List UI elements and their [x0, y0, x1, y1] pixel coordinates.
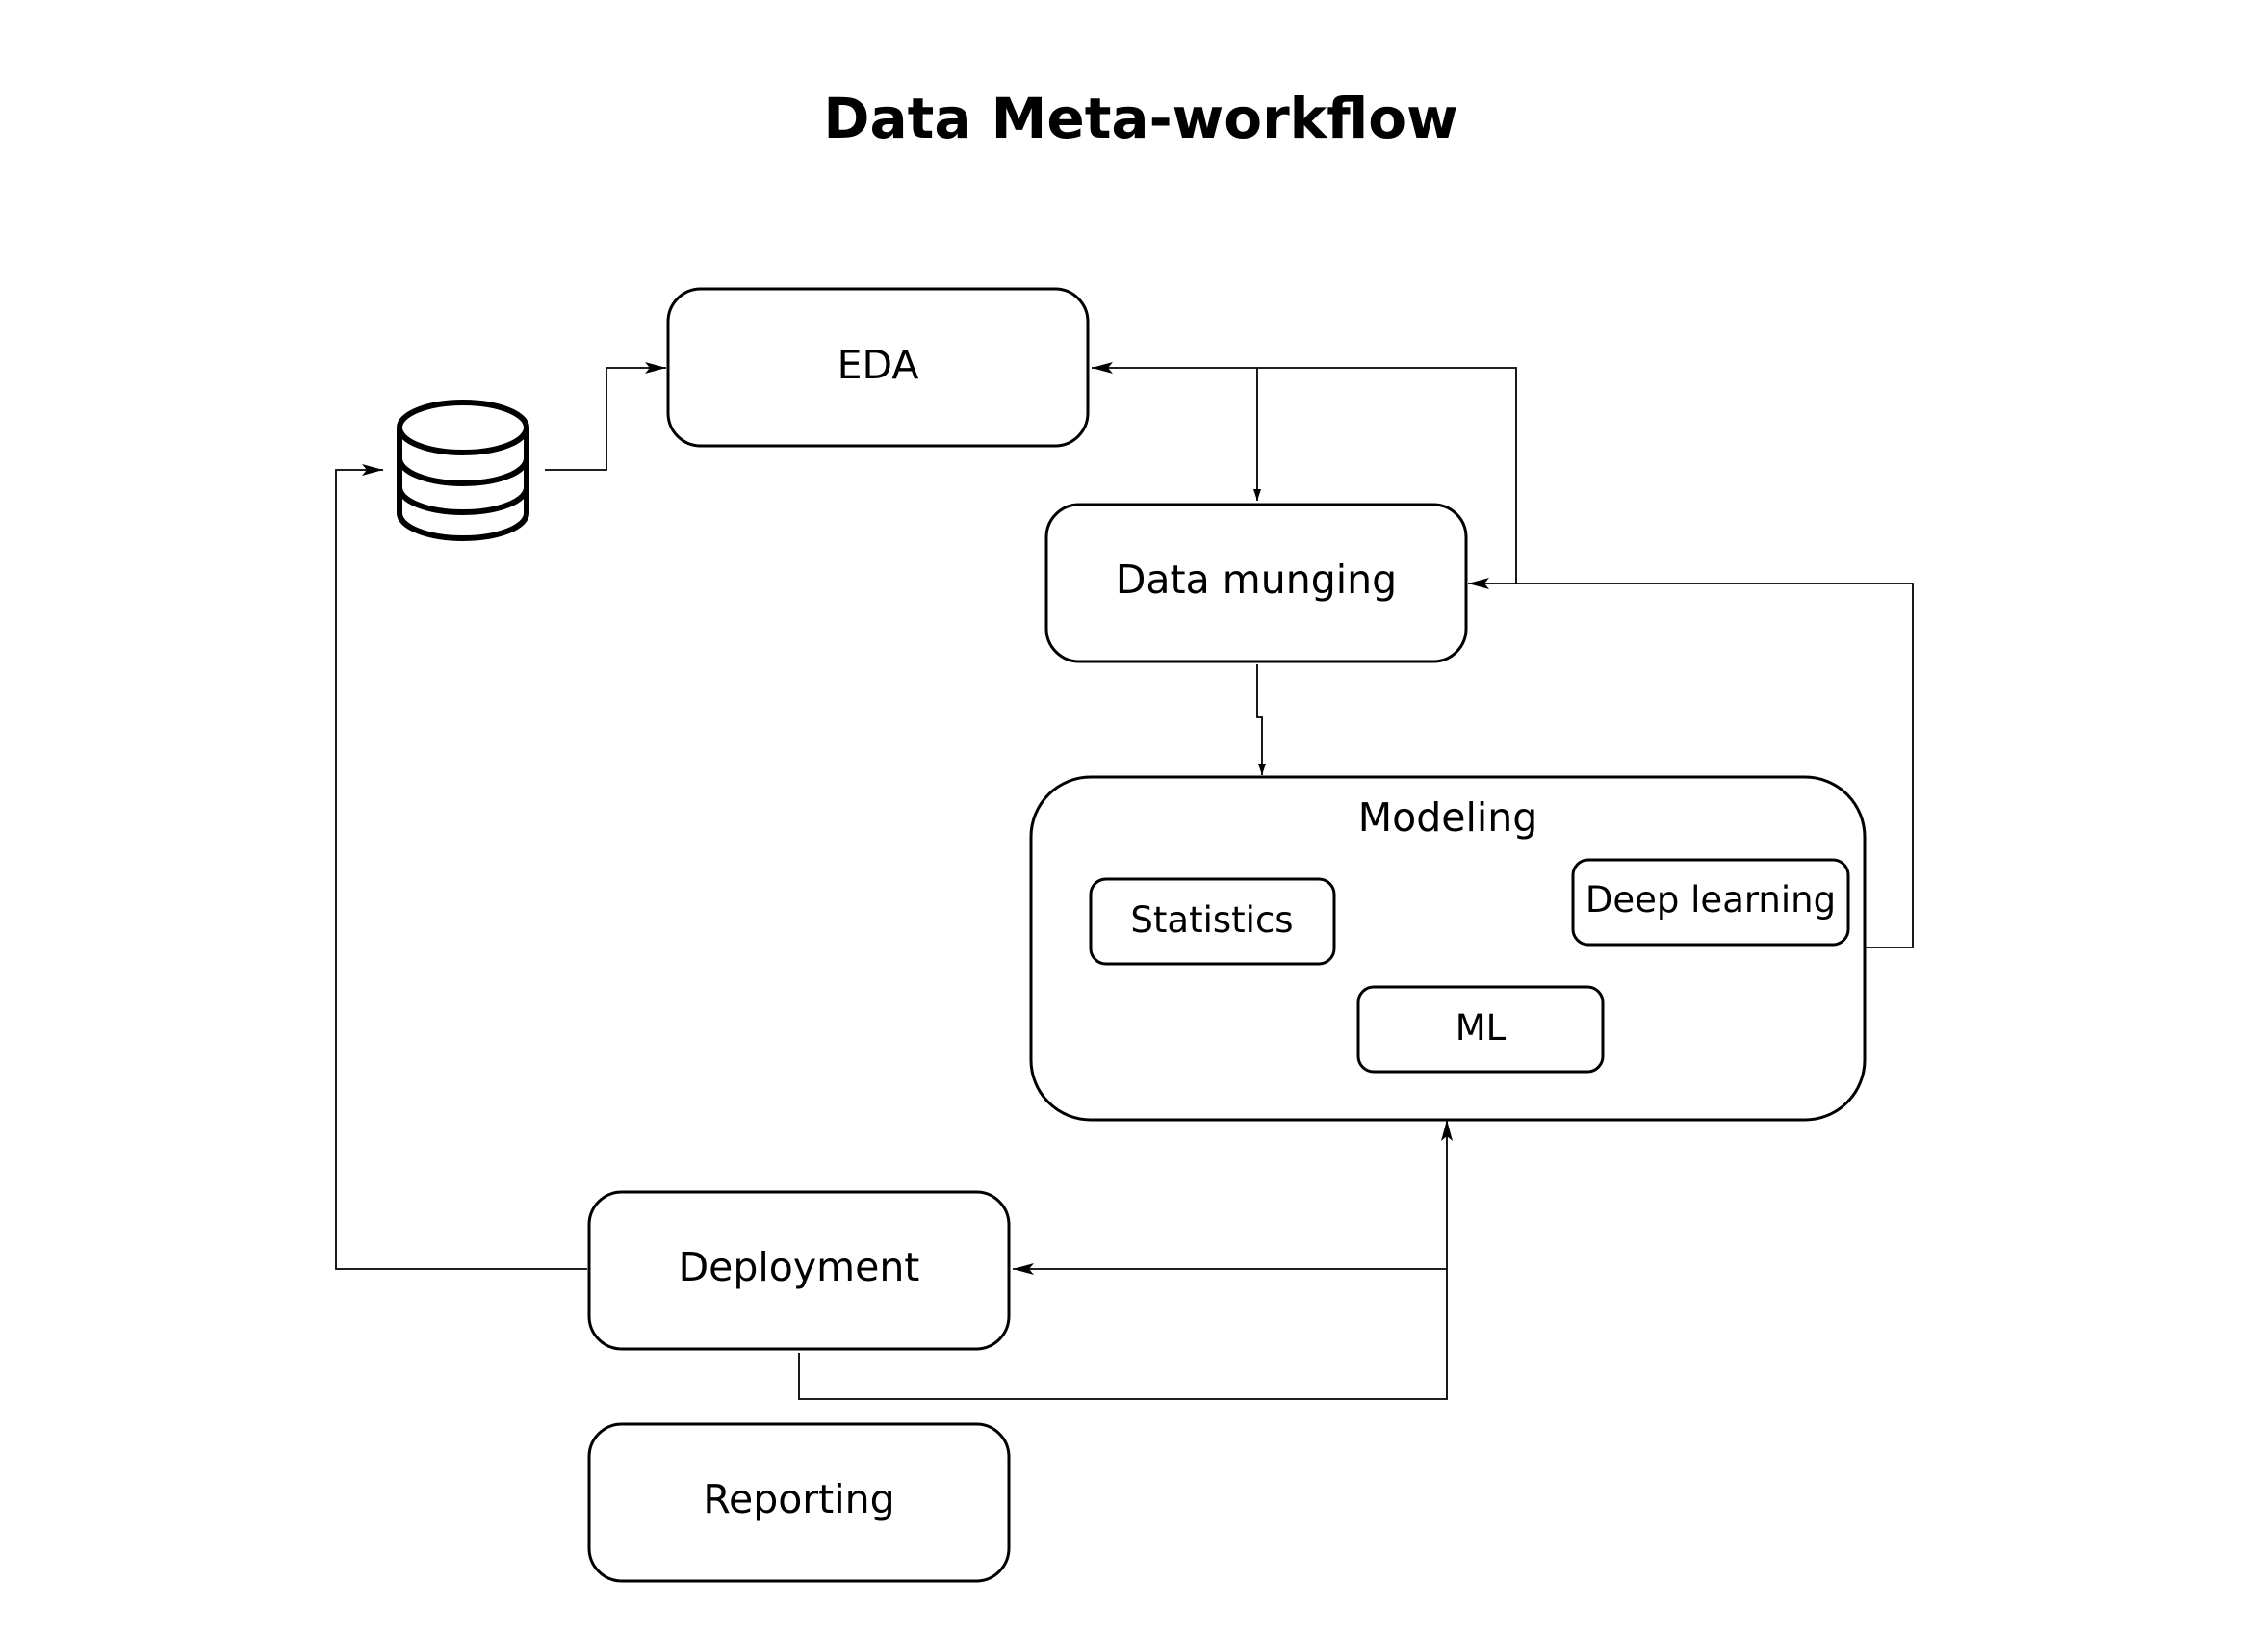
- node-deep-learning[interactable]: Deep learning: [1571, 858, 1850, 947]
- database-icon: [397, 400, 529, 541]
- node-eda[interactable]: EDA: [666, 287, 1090, 448]
- node-data-munging[interactable]: Data munging: [1044, 503, 1468, 663]
- node-statistics-label: Statistics: [1130, 899, 1293, 941]
- node-ml[interactable]: ML: [1356, 985, 1605, 1074]
- node-reporting[interactable]: Reporting: [587, 1422, 1011, 1583]
- edge-munging-to-modeling: [1256, 664, 1266, 775]
- node-deployment-label: Deployment: [679, 1244, 920, 1290]
- edge-deployment-to-database: [335, 464, 587, 1270]
- node-data-munging-label: Data munging: [1116, 557, 1397, 603]
- node-deep-learning-label: Deep learning: [1585, 879, 1836, 921]
- edge-munging-to-eda: [1092, 362, 1517, 584]
- diagram-title: Data Meta-workflow: [823, 86, 1457, 151]
- connectors: [335, 362, 1914, 1400]
- edge-modeling-to-munging: [1468, 578, 1914, 948]
- node-statistics[interactable]: Statistics: [1089, 877, 1336, 966]
- edge-database-to-eda: [545, 362, 666, 471]
- node-deployment[interactable]: Deployment: [587, 1190, 1011, 1351]
- node-ml-label: ML: [1456, 1007, 1507, 1049]
- edge-deployment-to-modeling: [798, 1120, 1453, 1400]
- node-modeling-label: Modeling: [1358, 794, 1538, 841]
- node-eda-label: EDA: [838, 342, 919, 388]
- node-reporting-label: Reporting: [703, 1476, 894, 1522]
